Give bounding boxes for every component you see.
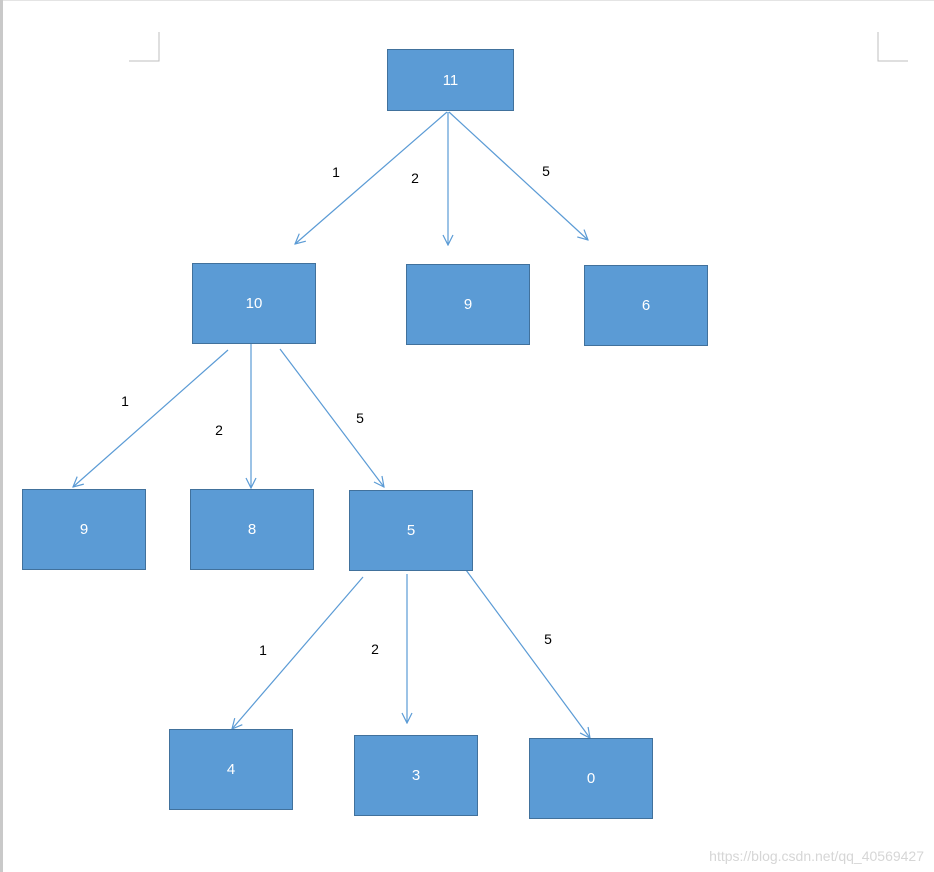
node-10: 10 [192,263,316,344]
page-top-edge [0,0,934,1]
edge-label-10-to-9: 1 [121,393,129,409]
edge-5-to-4 [232,576,364,729]
node-9-level3: 9 [22,489,146,570]
edge-label-5-to-4: 1 [259,642,267,658]
node-5: 5 [349,490,473,571]
edge-root-to-10 [295,111,448,244]
page-left-edge [0,0,3,872]
node-6: 6 [584,265,708,346]
corner-mark-right [877,32,908,62]
node-8: 8 [190,489,314,570]
node-0: 0 [529,738,653,819]
edge-10-to-9 [73,349,229,487]
node-root: 11 [387,49,514,111]
edge-label-5-to-3: 2 [371,641,379,657]
edge-10-to-5 [279,348,384,487]
edge-label-root-to-9: 2 [411,170,419,186]
node-4: 4 [169,729,293,810]
edge-label-10-to-5: 5 [356,410,364,426]
edge-5-to-0 [465,569,590,738]
edge-label-root-to-10: 1 [332,164,340,180]
node-9-level2: 9 [406,264,530,345]
node-3: 3 [354,735,478,816]
edge-label-10-to-8: 2 [215,422,223,438]
edge-label-5-to-0: 5 [544,631,552,647]
corner-mark-left [129,32,160,62]
edge-root-to-6 [448,111,588,240]
edge-label-root-to-6: 5 [542,163,550,179]
watermark: https://blog.csdn.net/qq_40569427 [709,848,924,864]
